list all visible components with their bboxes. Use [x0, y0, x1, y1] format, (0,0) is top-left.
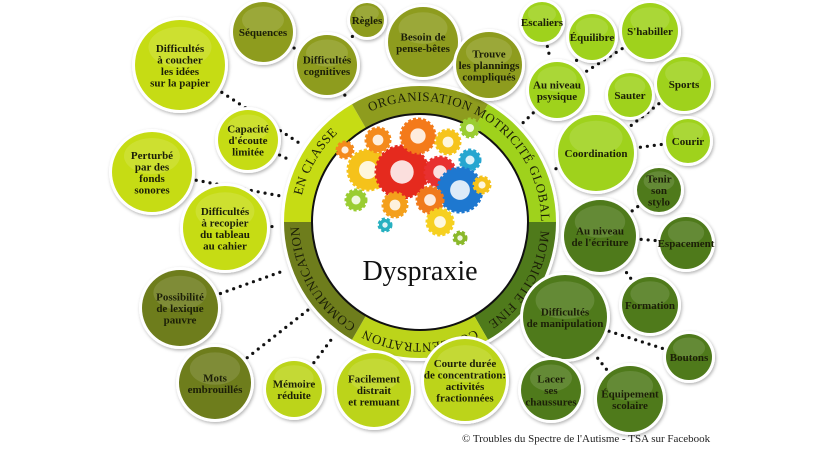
- bubble-motricite-globale: Sauter: [605, 70, 655, 120]
- bubble-label: Séquences: [239, 27, 288, 39]
- connector-dots: [636, 142, 663, 150]
- bubble-organisation: Séquences: [230, 0, 296, 65]
- bubble-label: Courir: [672, 136, 705, 148]
- connector-dots: [245, 308, 310, 360]
- connector-dots: [545, 44, 552, 61]
- bubble-motricite-fine: Boutons: [663, 331, 715, 383]
- bubble-label: Boutons: [670, 352, 709, 364]
- bubble-motricite-globale: Sports: [654, 54, 714, 114]
- connector-dots: [607, 329, 664, 351]
- bubble-motricite-fine: Espacement: [657, 214, 715, 272]
- connector-dots: [629, 205, 640, 214]
- bubble-label: Règles: [352, 15, 383, 27]
- segment-en-classe: [284, 104, 366, 222]
- connector-dots: [591, 351, 608, 371]
- connector-dots: [312, 333, 337, 365]
- bubble-label: S'habiller: [627, 26, 673, 38]
- bubble-motricite-globale: Équilibre: [566, 11, 618, 63]
- connector-dots: [343, 93, 350, 102]
- segment-motricite-fine: [474, 222, 556, 340]
- connector-dots: [638, 237, 657, 243]
- bubble-label: Espacement: [658, 238, 715, 250]
- brain-gears-icon: [335, 117, 492, 246]
- bubble-label: Formation: [625, 300, 675, 312]
- diagram-title: Dyspraxie: [362, 256, 477, 287]
- bubble-label: Sauter: [614, 90, 645, 102]
- bubble-motricite-globale: Courir: [663, 116, 713, 166]
- bubble-label: Escaliers: [521, 17, 564, 29]
- bubble-label: Sports: [669, 79, 700, 91]
- bubble-motricite-globale: S'habiller: [619, 0, 681, 62]
- connector-dots: [573, 58, 579, 65]
- segment-organisation: [352, 85, 488, 129]
- segment-motricite-globale: [474, 104, 556, 222]
- bubble-organisation: Règles: [347, 0, 387, 40]
- bubble-label: Équilibre: [570, 32, 615, 44]
- connector-dots: [277, 153, 294, 163]
- bubble-label: Coordination: [565, 148, 628, 160]
- connector-dots: [621, 266, 633, 280]
- connector-dots: [218, 268, 288, 296]
- connector-dots: [550, 167, 558, 172]
- connector-dots: [582, 47, 624, 75]
- bubble-motricite-globale: Coordination: [555, 112, 637, 194]
- connector-dots: [292, 46, 299, 52]
- connector-dots: [520, 111, 535, 126]
- bubble-motricite-fine: Formation: [619, 274, 681, 336]
- bubble-motricite-globale: Escaliers: [519, 0, 565, 45]
- segment-communication: [284, 222, 366, 340]
- connector-dots: [627, 102, 661, 129]
- credit-text: © Troubles du Spectre de l'Autisme - TSA…: [462, 433, 711, 445]
- connector-dots: [347, 34, 354, 42]
